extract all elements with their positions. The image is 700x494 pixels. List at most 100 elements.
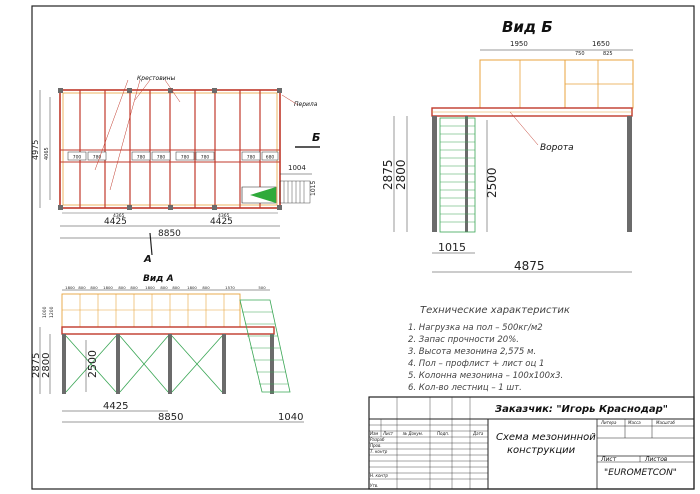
plan-view: 700 780 780 780 780 780 780 680 Крестови…	[31, 75, 320, 265]
dim-total-height: 4975	[31, 140, 40, 160]
masshtab-label: Масштаб	[656, 420, 676, 425]
stair-green-mark	[250, 187, 276, 203]
dim-b-2875: 2875	[381, 159, 395, 190]
dim-825: 825	[603, 51, 613, 57]
spec-item: 2. Запас прочности 20%.	[408, 335, 519, 345]
cell-dim-label: 700	[73, 155, 82, 161]
svg-text:800: 800	[118, 285, 126, 290]
column-left	[432, 116, 437, 232]
view-a-stair-steps	[242, 311, 288, 385]
title-block	[368, 396, 695, 490]
cell-dim-label: 780	[93, 155, 102, 161]
technical-specs: Технические характеристик 1. Нагрузка на…	[408, 305, 570, 393]
view-b-stairs	[439, 117, 476, 233]
sheet-border	[31, 5, 695, 490]
cell-dim-label: 780	[137, 155, 146, 161]
cell-dim-label: 780	[181, 155, 190, 161]
label-vorota: Ворота	[540, 143, 574, 153]
svg-text:800: 800	[202, 285, 210, 290]
plan-beams	[79, 90, 261, 208]
dim-a-8850: 8850	[158, 412, 183, 423]
spec-item: 6. Кол-во лестниц – 1 шт.	[408, 383, 522, 393]
plan-cell-dims	[67, 151, 279, 161]
listov-label: Листов	[644, 456, 668, 463]
cell-dim-label: 780	[157, 155, 166, 161]
dim-b-2500: 2500	[485, 167, 499, 198]
dim-a-2875: 2875	[31, 353, 42, 378]
spec-item: 4. Пол – профлист + лист оц 1	[408, 359, 544, 369]
svg-text:800: 800	[130, 285, 138, 290]
specs-heading: Технические характеристик	[420, 305, 570, 316]
view-a-braces	[65, 335, 223, 393]
view-b: Вид Б 1950 1650 750 825 Во	[381, 18, 634, 273]
dim-a-4425: 4425	[103, 401, 128, 412]
section-a-marker	[149, 232, 153, 256]
dim-b-4875: 4875	[514, 259, 545, 273]
view-b-title: Вид Б	[502, 18, 553, 36]
col-doc: № Докум.	[402, 431, 423, 436]
view-b-stair-steps	[440, 125, 475, 223]
dim-1650: 1650	[592, 40, 610, 48]
cell-dim-label: 780	[247, 155, 256, 161]
plan-cell-labels: 700 780 780 780 780 780 780 680	[73, 155, 275, 161]
svg-text:800: 800	[90, 285, 98, 290]
dim-sub-left: 4365	[113, 213, 125, 219]
col-izm: Изм	[370, 431, 378, 436]
cell-dim-label: 680	[266, 155, 275, 161]
dim-a-1000: 1000	[42, 306, 48, 318]
svg-text:1800: 1800	[103, 285, 113, 290]
dim-total-width: 8850	[158, 229, 181, 239]
stair-steps	[279, 180, 311, 204]
dim-a-1200: 1200	[49, 306, 55, 318]
svg-text:1570: 1570	[225, 285, 235, 290]
litera-label: Литера	[600, 420, 617, 425]
dim-stair-depth: 1015	[310, 181, 317, 196]
dim-stair-width: 1004	[288, 164, 306, 172]
label-krestoviny: Крестовины	[137, 75, 176, 82]
dim-inner-height: 4065	[44, 147, 50, 160]
svg-text:1800: 1800	[145, 285, 155, 290]
dim-a-1040: 1040	[278, 412, 303, 423]
row-prov: Пров.	[370, 443, 382, 448]
row-nkontr: Н. контр	[370, 473, 388, 478]
dim-b-2800: 2800	[394, 159, 408, 190]
view-a-deck	[61, 326, 275, 335]
section-letter-b: Б	[312, 131, 320, 144]
list-label: Лист	[600, 456, 617, 463]
col-list: Лист	[382, 431, 394, 436]
dim-b-1015: 1015	[438, 241, 466, 254]
section-letter-a: А	[143, 254, 152, 265]
view-a-title: Вид А	[143, 274, 174, 284]
view-a-stair	[239, 299, 291, 393]
row-utv: Утв.	[370, 483, 378, 488]
dim-sub-right: 4365	[218, 213, 230, 219]
dim-a-2500: 2500	[86, 350, 99, 378]
dim-750: 750	[575, 51, 585, 57]
svg-text:1800: 1800	[187, 285, 197, 290]
railing-left	[479, 59, 566, 109]
svg-text:800: 800	[78, 285, 86, 290]
view-a-railing	[61, 293, 241, 328]
massa-label: Масса	[628, 420, 641, 425]
dim-a-2800: 2800	[41, 353, 52, 378]
view-a: Вид А 1800 800 800 1800 800 800 1800 800…	[31, 274, 304, 423]
col-sign: Подп.	[437, 431, 449, 436]
perila-leader	[281, 94, 299, 106]
cell-dim-label: 780	[201, 155, 210, 161]
svg-text:800: 800	[172, 285, 180, 290]
spec-item: 5. Колонна мезонина – 100х100х3.	[408, 371, 563, 381]
company-name: "EUROMETCON"	[604, 468, 677, 478]
view-a-columns	[62, 334, 274, 394]
svg-text:500: 500	[258, 285, 266, 290]
spec-item: 3. Высота мезонина 2,575 м.	[408, 347, 536, 357]
krestoviny-leaders	[94, 79, 181, 191]
drawing-name-line1: Схема мезонинной	[496, 432, 596, 443]
label-perila: Перила	[294, 101, 318, 108]
row-razrab: Разраб	[370, 437, 385, 442]
view-a-top-dims: 1800 800 800 1800 800 800 1800 800 800 1…	[65, 285, 266, 290]
plan-columns	[58, 88, 282, 210]
dim-right-span: 4425	[210, 217, 233, 227]
dim-1950: 1950	[510, 40, 528, 48]
